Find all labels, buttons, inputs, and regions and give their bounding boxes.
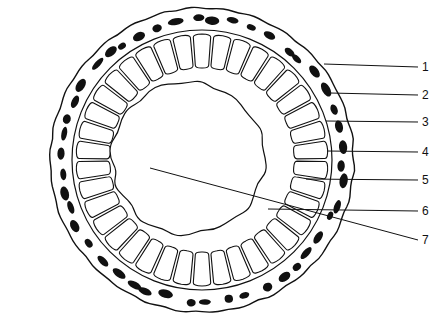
lumen: [110, 81, 266, 235]
dark-granule: [307, 64, 322, 80]
dark-granule: [131, 30, 146, 43]
leader-line: [330, 93, 418, 95]
epithelial-cell: [76, 161, 110, 179]
callout-number: 5: [422, 173, 429, 187]
dark-granule: [277, 270, 292, 284]
epithelial-cell: [173, 35, 193, 69]
dark-granule: [199, 299, 211, 305]
epithelial-cell: [290, 121, 324, 143]
dark-granule: [157, 288, 174, 300]
dark-granule: [239, 291, 251, 300]
dark-granule: [311, 230, 325, 246]
dark-granule: [62, 113, 72, 124]
leader-lines: [150, 64, 418, 240]
dark-granule: [290, 53, 302, 65]
dark-granule: [224, 294, 234, 303]
dark-granule: [60, 126, 68, 141]
epithelial-cell: [79, 177, 113, 199]
dark-granule: [83, 237, 94, 249]
dark-granule: [68, 218, 81, 233]
dark-granule: [193, 14, 204, 21]
epithelial-cell: [193, 34, 210, 68]
dark-granule: [151, 23, 163, 33]
callout-number: 4: [422, 145, 429, 159]
leader-line: [326, 121, 418, 122]
dark-granule: [90, 56, 105, 71]
outer-layer: [50, 7, 355, 312]
dark-granule: [291, 261, 302, 272]
dark-granule: [66, 200, 76, 214]
epithelial-cell: [294, 141, 328, 159]
dark-granule: [111, 266, 127, 281]
dark-granule: [186, 299, 196, 307]
dark-granule: [60, 168, 67, 180]
dark-granule: [59, 186, 71, 202]
dark-granule: [96, 254, 110, 268]
dark-granule: [261, 281, 273, 293]
dark-granule: [69, 94, 81, 109]
dark-granule-layer: [57, 14, 349, 307]
epithelial-cell: [193, 252, 210, 286]
dark-granule: [117, 41, 127, 51]
callout-number: 1: [422, 60, 429, 74]
leader-line: [268, 209, 418, 211]
callout-number: 7: [422, 233, 429, 247]
dark-granule: [57, 147, 65, 160]
epithelial-cell: [294, 161, 328, 179]
callout-number: 3: [422, 115, 429, 129]
dark-granule: [205, 16, 220, 26]
epithelial-cell: [76, 141, 110, 159]
dark-granule: [338, 173, 348, 189]
outer-outline: [50, 7, 355, 312]
dark-granule: [246, 23, 257, 32]
dark-granule: [329, 103, 339, 116]
leader-line: [324, 64, 418, 67]
leader-line: [150, 168, 418, 240]
dark-granule: [332, 199, 343, 214]
leader-line: [306, 179, 418, 180]
dark-granule: [338, 140, 347, 154]
callout-number: 6: [422, 204, 429, 218]
cell-ring: [72, 30, 332, 290]
dark-granule: [73, 77, 88, 94]
dark-granule: [167, 17, 184, 27]
callout-number: 2: [422, 88, 429, 102]
membrane-line: [72, 30, 332, 290]
epithelial-cell: [211, 250, 231, 284]
leader-line: [327, 151, 418, 152]
dark-granule: [299, 245, 314, 260]
dark-granule: [226, 16, 239, 24]
dark-granule: [319, 81, 334, 99]
dark-granule: [262, 29, 276, 41]
lumen-outline: [110, 81, 266, 235]
dark-granule: [103, 44, 119, 59]
dark-granule: [126, 279, 142, 292]
dark-granule: [337, 160, 345, 172]
